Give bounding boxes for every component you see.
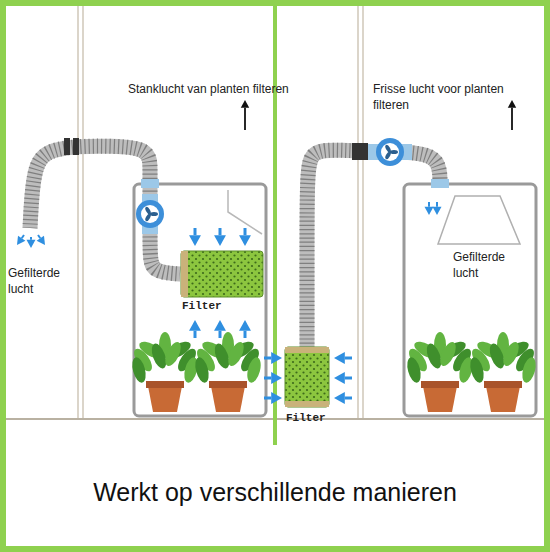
filter-label: Filter [286,412,326,424]
inline-fan [368,138,412,166]
airflow-arrow [239,228,251,246]
grow-tent [134,184,266,416]
airflow-arrow [432,202,441,215]
duct-collar [141,179,159,188]
airflow-arrow [189,228,201,246]
filter-box: Filter [284,346,330,408]
duct-hose [30,146,150,228]
exhaust-arrow [241,100,249,130]
inline-fan [136,194,164,234]
airflow-arrow [334,352,352,364]
filter-shape [284,346,330,408]
frame [3,3,547,549]
airflow-arrow [334,372,352,384]
duct-ribs [30,146,150,228]
potted-plant [193,332,263,412]
airflow-arrow [264,352,282,364]
airflow-arrow [37,235,45,245]
airflow-arrow [214,228,226,246]
airflow-arrow [239,320,251,338]
floor [6,418,544,420]
annotation-label: Gefilterde lucht [8,266,70,297]
grow-tent [404,184,536,416]
filter-box: Filter [180,250,264,298]
airflow-arrow [424,202,433,215]
duct-hose [307,150,440,348]
annotation-label: Frisse lucht voor planten filteren [373,82,543,113]
exhaust-arrow [508,100,516,130]
filter-shape [180,250,264,298]
wall [78,6,363,418]
duct-ribs [150,228,180,274]
hood [438,196,520,244]
annotation-label: Stanklucht van planten filteren [128,82,289,98]
airflow-arrow [214,320,226,338]
duct-hose [150,228,180,274]
potted-plant [405,332,475,412]
airflow-arrow [26,237,35,248]
airflow-arrow [334,392,352,404]
airflow-arrow [189,320,201,338]
wall-ring [73,138,79,155]
duct-collar [431,179,449,188]
caption: Werkt op verschillende manieren [0,478,550,507]
duct-ribs [307,150,440,348]
airflow-arrow [17,235,25,245]
hood [228,190,262,234]
wall-ring [352,143,368,160]
potted-plant [468,332,538,412]
airflow-arrow [264,392,282,404]
annotation-label: Gefilterde lucht [453,250,515,281]
wall-ring [64,138,70,155]
potted-plant [130,332,200,412]
airflow-arrow [264,372,282,384]
filter-label: Filter [182,300,222,312]
